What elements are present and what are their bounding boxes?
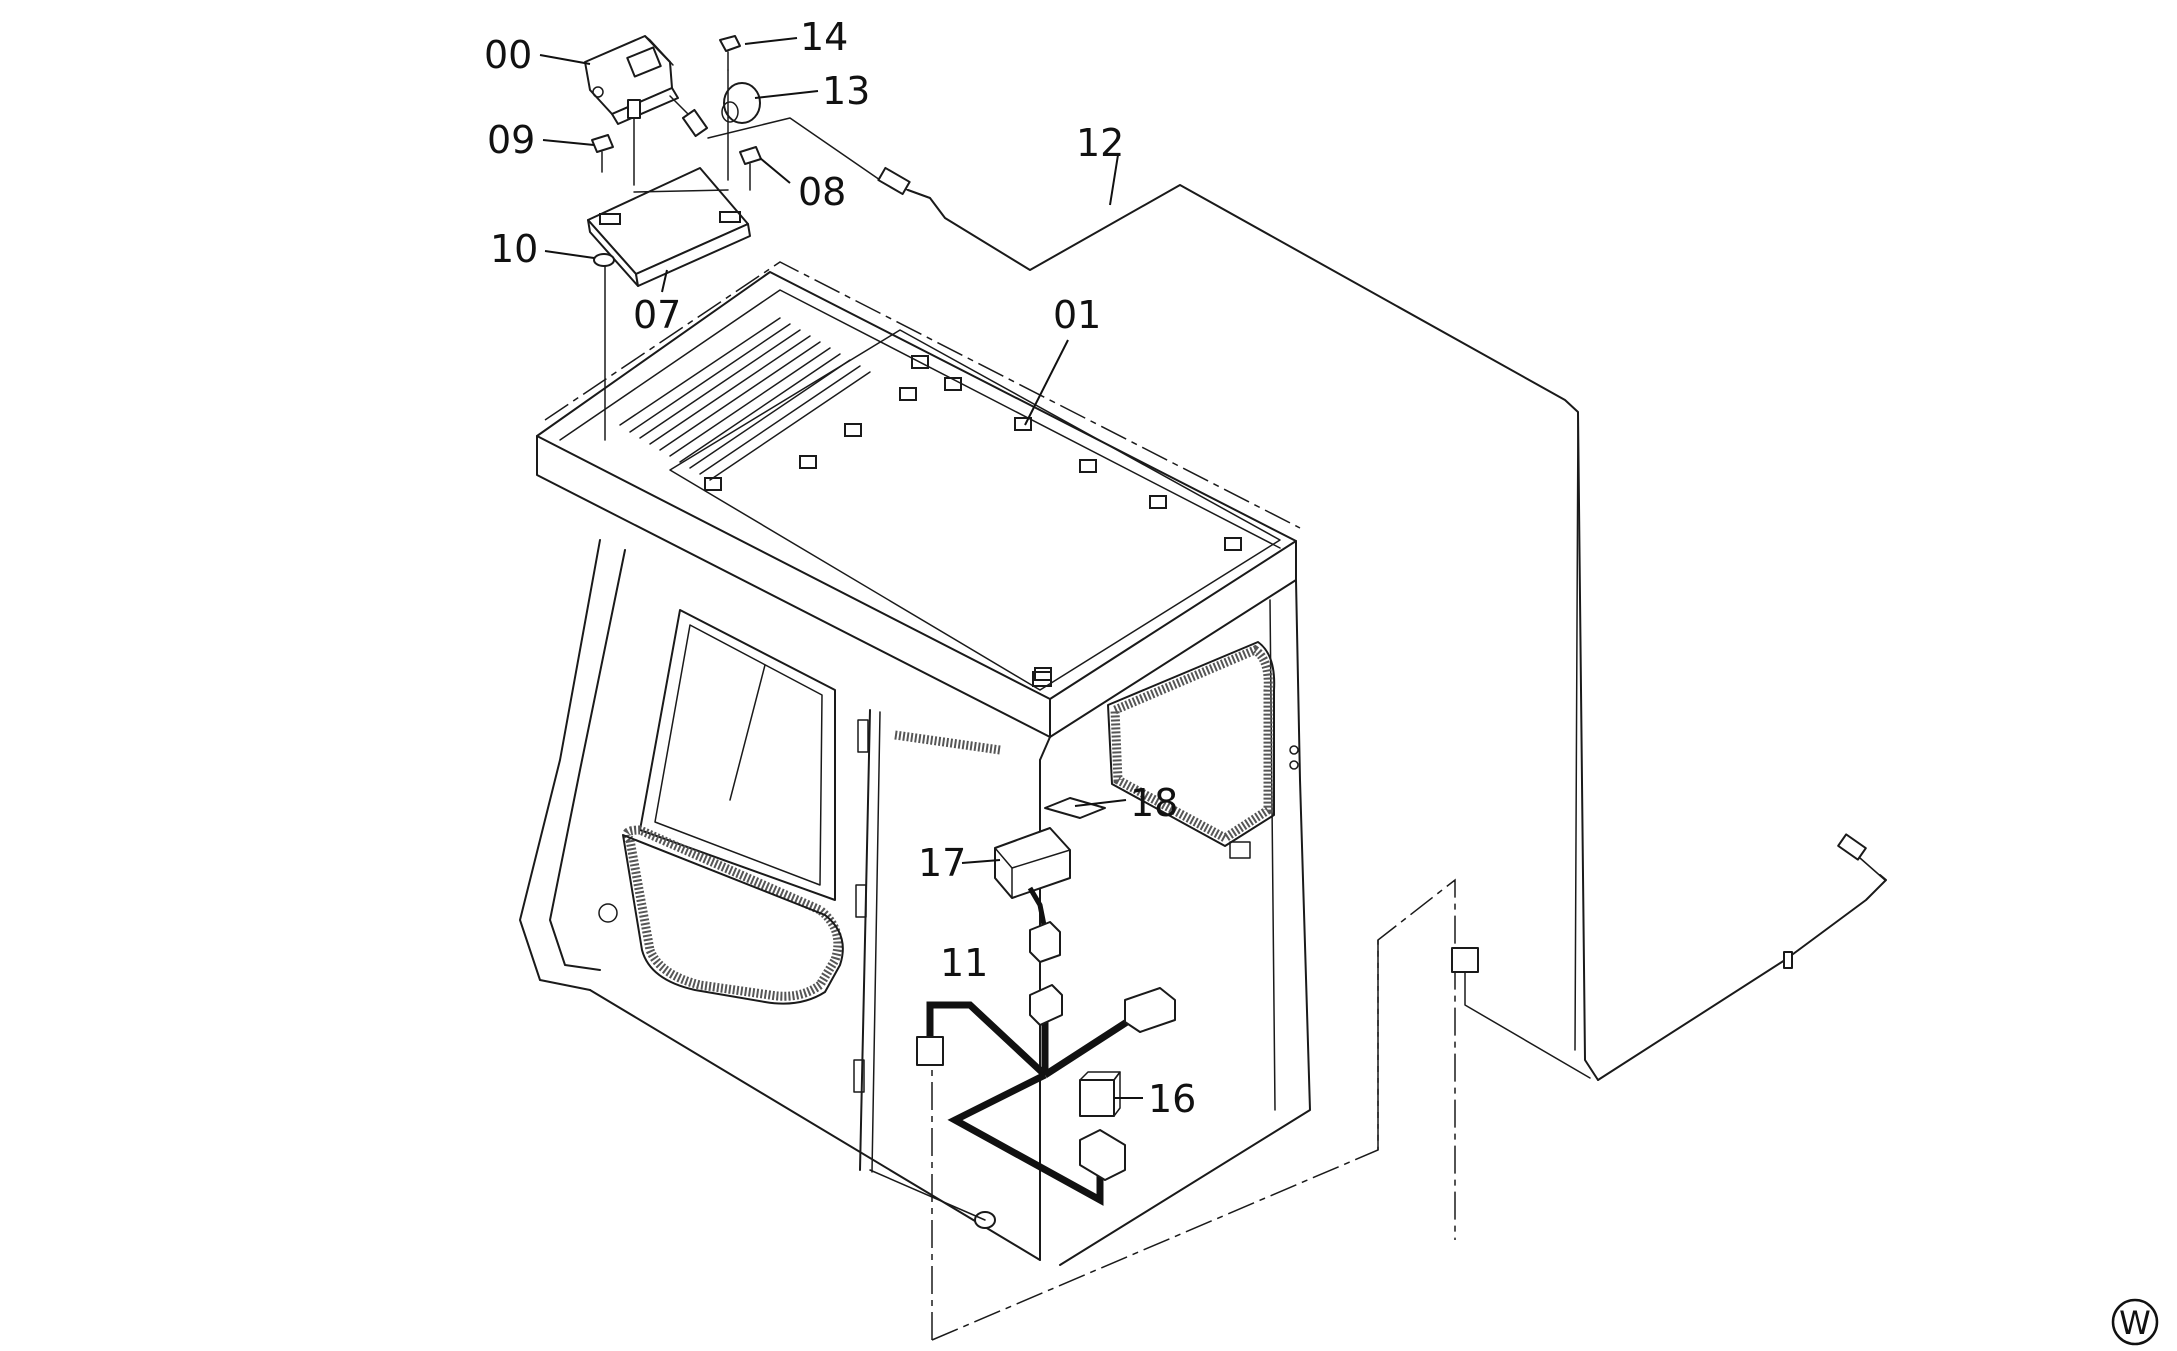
callout-13: 13 [822,69,870,113]
roof-vent-louvers [619,317,871,481]
callout-12: 12 [1076,121,1124,165]
callout-01: 01 [1053,293,1101,337]
cab-body [519,539,1311,1266]
callout-11: 11 [940,941,988,985]
harness-11 [916,984,1176,1206]
relay-16 [1079,1071,1121,1117]
callout-17: 17 [918,841,966,885]
corner-mark-w: W [2111,1298,2159,1346]
work-light-assembly [584,35,931,441]
callout-08: 08 [798,170,846,214]
label-plate-18 [1044,797,1106,819]
cab-roof [536,261,1301,738]
assembly-boundary-dashed [931,878,1456,1341]
bolt-14 [719,35,741,52]
callout-18: 18 [1130,781,1178,825]
callout-leaders [539,37,1143,1099]
callout-16: 16 [1148,1077,1196,1121]
corner-mark-letter: W [2119,1304,2151,1342]
washer-10 [593,253,615,267]
callout-09: 09 [487,118,535,162]
bolt-09 [591,134,614,153]
roof-mount-slots [704,355,1242,681]
callout-14: 14 [800,15,848,59]
cable-12 [877,166,1887,1081]
horn-13 [723,82,761,124]
bolt-08 [739,146,762,165]
control-box-17 [994,827,1071,963]
callout-labels: 00 14 13 09 08 12 10 07 01 18 17 11 16 [484,15,1196,1121]
callout-00: 00 [484,33,532,77]
callout-10: 10 [490,227,538,271]
callout-07: 07 [633,293,681,337]
